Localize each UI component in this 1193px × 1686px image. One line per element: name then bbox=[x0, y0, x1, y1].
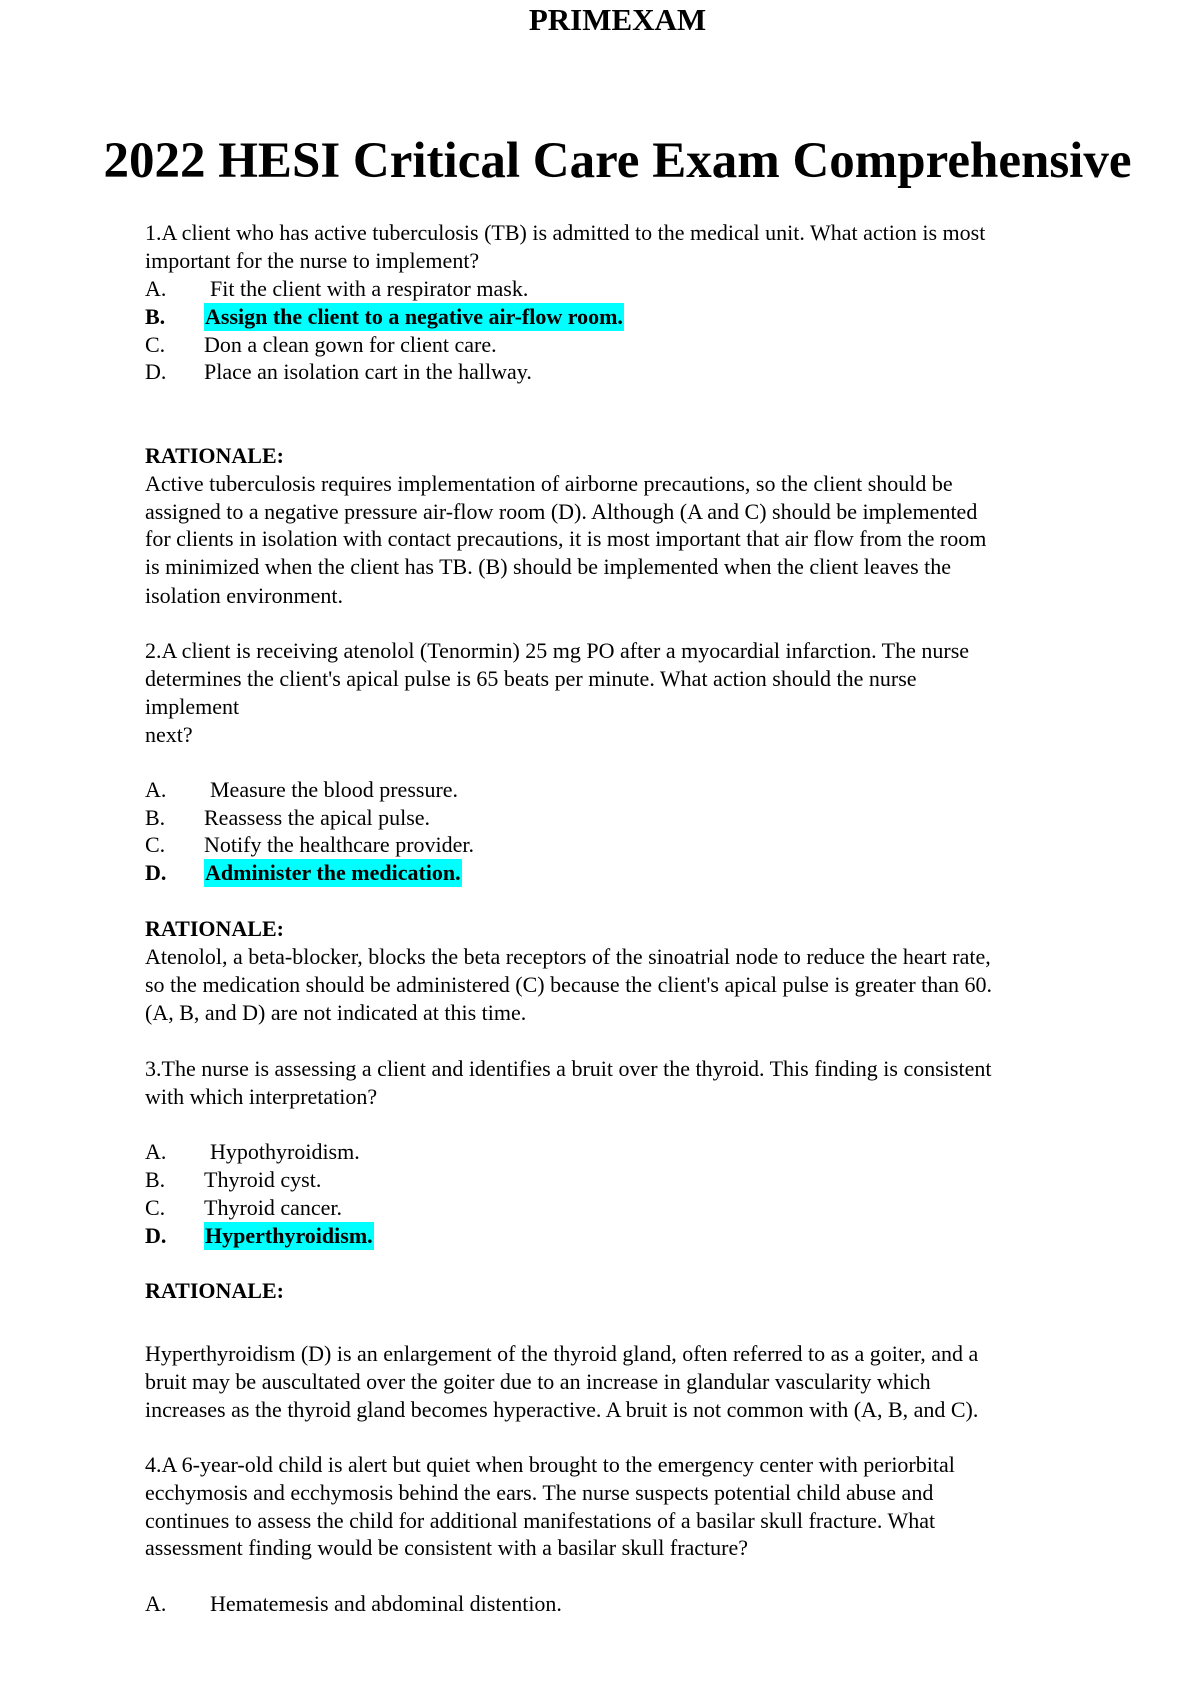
option-text: Place an isolation cart in the hallway. bbox=[204, 359, 532, 384]
option-label: C. bbox=[145, 332, 166, 357]
rationale-line: increases as the thyroid gland becomes h… bbox=[145, 1397, 979, 1422]
option-label: D. bbox=[145, 359, 167, 384]
option-label: C. bbox=[145, 832, 166, 857]
rationale-heading: RATIONALE: bbox=[145, 1278, 284, 1303]
option-text: Reassess the apical pulse. bbox=[204, 805, 431, 830]
question-4-line: assessment finding would be consistent w… bbox=[145, 1535, 749, 1560]
option-text-correct: Hyperthyroidism. bbox=[204, 1222, 374, 1250]
question-4-line: 4.A 6-year-old child is alert but quiet … bbox=[145, 1452, 955, 1477]
question-2-line: next? bbox=[145, 722, 193, 747]
option-text: Measure the blood pressure. bbox=[210, 777, 459, 802]
rationale-line: so the medication should be administered… bbox=[145, 972, 993, 997]
option-text: Notify the healthcare provider. bbox=[204, 832, 475, 857]
option-label-correct: B. bbox=[145, 304, 166, 329]
option-label: A. bbox=[145, 1591, 167, 1616]
rationale-line: isolation environment. bbox=[145, 583, 343, 608]
rationale-line: Atenolol, a beta-blocker, blocks the bet… bbox=[145, 944, 991, 969]
rationale-line: (A, B, and D) are not indicated at this … bbox=[145, 1000, 527, 1025]
rationale-heading: RATIONALE: bbox=[145, 916, 284, 941]
rationale-line: bruit may be auscultated over the goiter… bbox=[145, 1369, 931, 1394]
option-text-correct: Assign the client to a negative air-flow… bbox=[204, 303, 624, 331]
option-label: A. bbox=[145, 276, 167, 301]
question-1-line: 1.A client who has active tuberculosis (… bbox=[145, 220, 986, 245]
rationale-line: is minimized when the client has TB. (B)… bbox=[145, 554, 952, 579]
question-4-line: continues to assess the child for additi… bbox=[145, 1508, 936, 1533]
option-label-correct: D. bbox=[145, 860, 167, 885]
option-text-correct: Administer the medication. bbox=[204, 859, 462, 887]
option-text: Thyroid cyst. bbox=[204, 1167, 322, 1192]
rationale-heading: RATIONALE: bbox=[145, 443, 284, 468]
question-2-line: determines the client's apical pulse is … bbox=[145, 666, 917, 691]
question-2-line: implement bbox=[145, 694, 240, 719]
option-text: Thyroid cancer. bbox=[204, 1195, 343, 1220]
option-text: Don a clean gown for client care. bbox=[204, 332, 497, 357]
question-1-line: important for the nurse to implement? bbox=[145, 248, 480, 273]
option-text: Hematemesis and abdominal distention. bbox=[210, 1591, 562, 1616]
question-4-line: ecchymosis and ecchymosis behind the ear… bbox=[145, 1480, 934, 1505]
option-label: A. bbox=[145, 777, 167, 802]
option-label: A. bbox=[145, 1139, 167, 1164]
option-text: Hypothyroidism. bbox=[210, 1139, 360, 1164]
rationale-line: assigned to a negative pressure air-flow… bbox=[145, 499, 978, 524]
document-title: 2022 HESI Critical Care Exam Comprehensi… bbox=[103, 133, 1132, 189]
header-brand: PRIMEXAM bbox=[528, 2, 707, 37]
question-2-line: 2.A client is receiving atenolol (Tenorm… bbox=[145, 638, 970, 663]
rationale-line: for clients in isolation with contact pr… bbox=[145, 526, 987, 551]
option-label-correct: D. bbox=[145, 1223, 167, 1248]
question-3-line: 3.The nurse is assessing a client and id… bbox=[145, 1056, 992, 1081]
question-3-line: with which interpretation? bbox=[145, 1084, 378, 1109]
rationale-line: Hyperthyroidism (D) is an enlargement of… bbox=[145, 1341, 979, 1366]
rationale-line: Active tuberculosis requires implementat… bbox=[145, 471, 953, 496]
option-label: B. bbox=[145, 805, 166, 830]
option-label: B. bbox=[145, 1167, 166, 1192]
option-label: C. bbox=[145, 1195, 166, 1220]
option-text: Fit the client with a respirator mask. bbox=[210, 276, 529, 301]
